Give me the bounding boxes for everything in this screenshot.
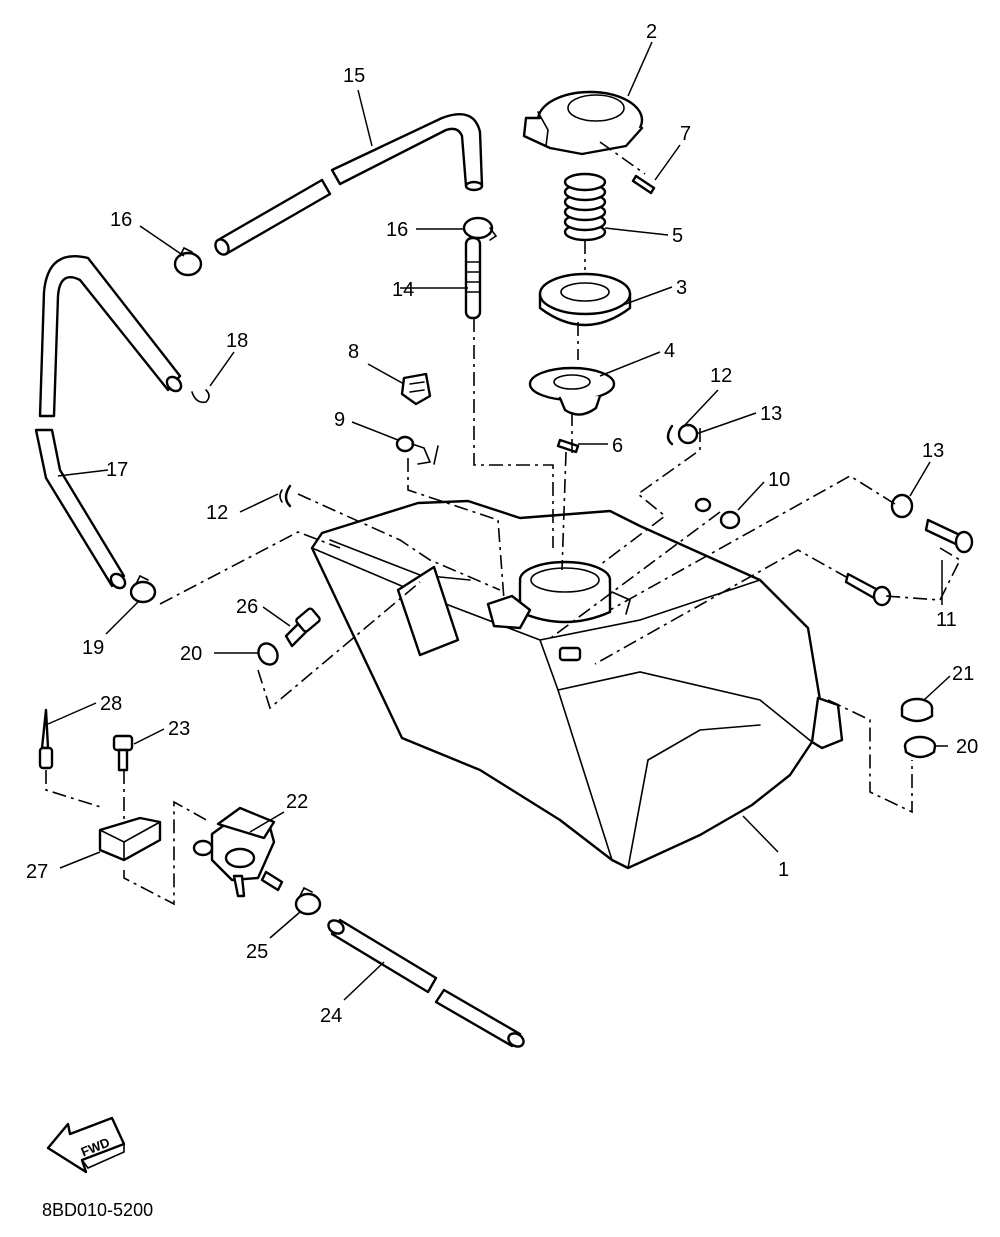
washer-13-right: [890, 493, 914, 519]
washer-13-left: [677, 423, 699, 445]
rivet-28: [38, 708, 54, 770]
callout-24: 24: [320, 1005, 342, 1027]
washer-20-left: [257, 642, 279, 666]
callout-16a: 16: [110, 209, 132, 231]
bolts-11: [844, 518, 974, 607]
callout-17: 17: [106, 459, 128, 481]
callout-16b: 16: [386, 219, 408, 241]
bolt-26: [284, 607, 321, 648]
clip-9: [395, 435, 439, 465]
callout-15: 15: [343, 65, 365, 87]
grommet-12-left: [279, 484, 292, 508]
callout-19: 19: [82, 637, 104, 659]
overflow-hose: [34, 255, 183, 590]
callout-12b: 12: [710, 365, 732, 387]
fuel-tank: [310, 499, 844, 870]
cap-pin: [631, 174, 656, 195]
callout-25: 25: [246, 941, 268, 963]
leader-lines: [47, 41, 951, 1001]
hose-clip-18: [191, 389, 210, 404]
fuel-hose-24: [327, 918, 525, 1048]
callout-7: 7: [680, 123, 691, 145]
breather-hose-upper: [214, 113, 484, 256]
callout-13a: 13: [760, 403, 782, 425]
callout-10: 10: [768, 469, 790, 491]
filler-flange: [528, 366, 616, 416]
assembly-lines: [45, 141, 962, 906]
callout-27: 27: [26, 861, 48, 883]
callout-5: 5: [672, 225, 683, 247]
hose-clip-left: [173, 246, 203, 277]
diagram-code: 8BD010-5200: [42, 1200, 154, 1220]
callout-28: 28: [100, 693, 122, 715]
hose-clip-upper: [462, 216, 498, 241]
bolt-23: [112, 734, 134, 772]
filler-cap: [522, 90, 644, 156]
grommet-12-right: [666, 424, 674, 446]
vent-pin: [556, 438, 580, 454]
callout-21: 21: [952, 663, 974, 685]
callout-9: 9: [334, 409, 345, 431]
callout-26: 26: [236, 596, 258, 618]
callout-3: 3: [676, 277, 687, 299]
cable-clip: [400, 372, 432, 406]
callout-14: 14: [392, 279, 414, 301]
fuel-cock: [192, 806, 284, 898]
callout-4: 4: [664, 340, 675, 362]
hose-clip-19: [129, 574, 157, 604]
callout-23: 23: [168, 718, 190, 740]
nut-21: [900, 697, 934, 723]
breather-hose-joint: [464, 236, 482, 320]
callout-22: 22: [286, 791, 308, 813]
fwd-arrow-icon: FWD: [46, 1116, 126, 1174]
callout-8: 8: [348, 341, 359, 363]
callout-20a: 20: [180, 643, 202, 665]
callout-2: 2: [646, 21, 657, 43]
collar-10: [694, 497, 741, 530]
damper-20-right: [903, 735, 937, 759]
callout-1: 1: [778, 859, 789, 881]
bracket-27: [98, 816, 162, 862]
hose-clip-25: [294, 886, 322, 916]
callout-12a: 12: [206, 502, 228, 524]
callout-20b: 20: [956, 736, 978, 758]
callout-18: 18: [226, 330, 248, 352]
callout-13b: 13: [922, 440, 944, 462]
callout-6: 6: [612, 435, 623, 457]
cap-gasket: [538, 272, 632, 327]
cap-spring: [563, 172, 607, 242]
callout-11: 11: [936, 609, 957, 631]
callouts: 1 2 3 4 5 6 7 8 9 10 11 12 12 13 13 14 1…: [26, 21, 978, 1027]
